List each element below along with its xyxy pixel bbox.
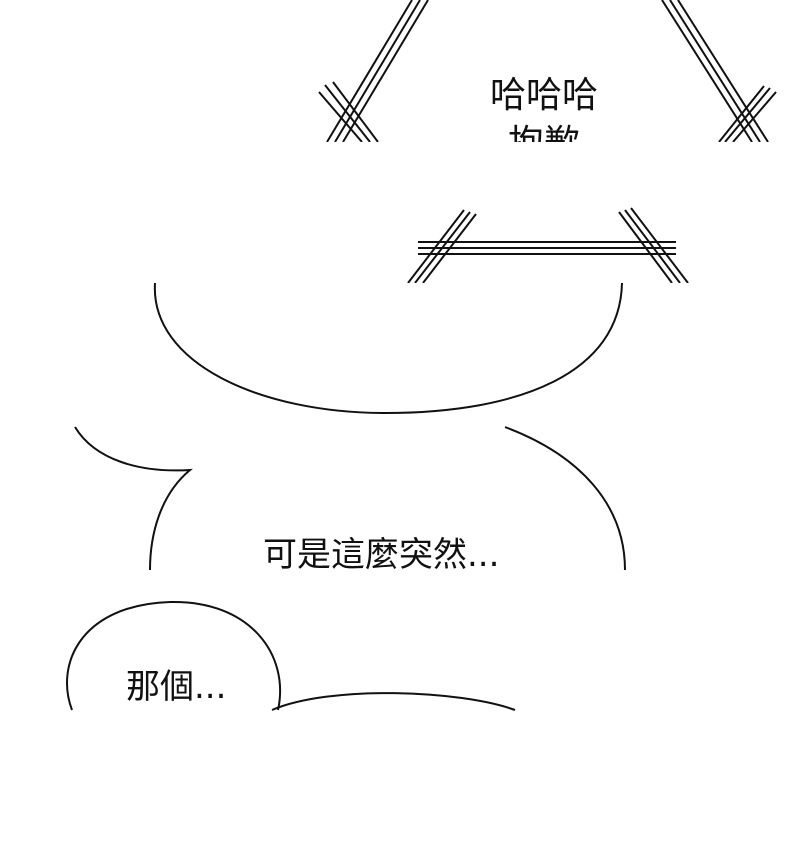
panel-1-shout-bubble: 哈哈哈 抱歉	[0, 0, 800, 142]
panel-5-bubbles: 那個...	[0, 575, 800, 712]
panel-2-shout-bubble-edge	[0, 198, 800, 283]
dialogue-line: 那個...	[126, 667, 227, 707]
spiky-bubble-lines	[318, 0, 777, 142]
dialogue-line-2: 抱歉	[508, 114, 580, 142]
speech-bubble-outline	[66, 600, 516, 711]
dialogue-line-1: 哈哈哈	[490, 75, 599, 116]
speech-bubble-outline	[153, 283, 623, 415]
panel-4-bubble: 可是這麼突然...	[0, 425, 800, 570]
dialogue-line: 可是這麼突然...	[263, 535, 500, 570]
spiky-bubble-lines	[407, 207, 689, 283]
speech-bubble-outline	[74, 426, 626, 570]
panel-3-bubble	[0, 283, 800, 418]
